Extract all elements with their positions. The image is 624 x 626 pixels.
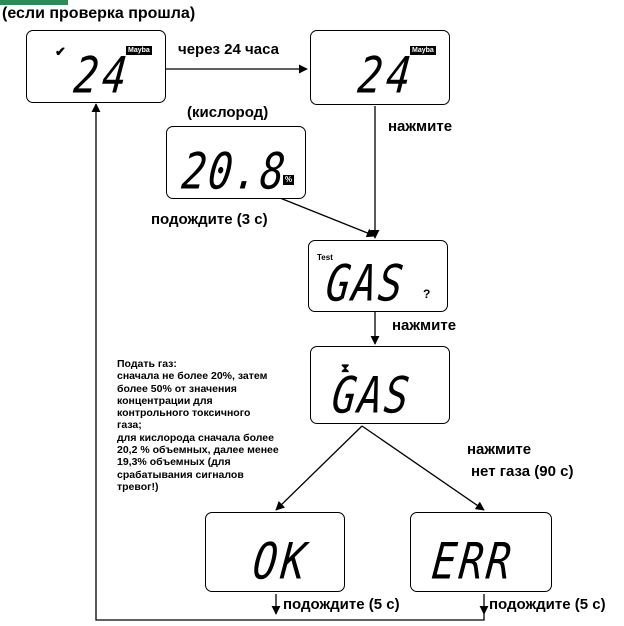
display-value: ERR <box>429 533 517 591</box>
label-wait-5s-ok: подождите (5 с) <box>283 596 400 613</box>
display-value: OK <box>250 533 313 591</box>
label-wait-5s-err: подождите (5 с) <box>489 596 606 613</box>
display-value: GAS <box>329 367 414 425</box>
label-press-3: нажмите <box>467 441 532 458</box>
question-mark: ? <box>423 287 431 301</box>
hourglass-icon: ⧗ <box>341 361 350 375</box>
label-no-gas: нет газа (90 с) <box>471 463 574 480</box>
arrow-d5-d7 <box>361 425 485 511</box>
gas-instructions: Подать газ: сначала не более 20%, затем … <box>117 358 279 493</box>
display-gas: ⧗ GAS <box>310 346 450 425</box>
arrow-d3-d4 <box>279 197 376 238</box>
mayba-badge: Mayba <box>126 46 152 55</box>
display-value: 24 <box>71 47 134 105</box>
arrow-d5-d6 <box>275 425 363 511</box>
display-value: 20.8 <box>179 143 290 201</box>
label-press-2: нажмите <box>392 317 457 334</box>
display-err: ERR <box>410 512 552 592</box>
display-oxygen: 20.8 % <box>166 126 306 201</box>
header-highlight <box>0 0 68 5</box>
display-gas-test: Test GAS ? <box>308 240 448 313</box>
label-press-1: нажмите <box>388 118 453 135</box>
label-wait-3s: подождите (3 с) <box>151 211 268 228</box>
display-ok: OK <box>205 512 345 592</box>
display-standby: ✔ Mayba 24 <box>26 30 166 105</box>
condition-heading: (если проверка прошла) <box>2 5 196 22</box>
mayba-badge: Mayba <box>410 46 436 55</box>
return-loop <box>91 103 485 621</box>
label-oxygen: (кислород) <box>187 104 269 121</box>
display-after-24h: Mayba 24 <box>310 30 450 105</box>
label-after-24h: через 24 часа <box>178 41 279 58</box>
display-value: 24 <box>355 47 418 105</box>
display-value: GAS <box>323 255 408 313</box>
test-tag: Test <box>317 253 333 262</box>
check-icon: ✔ <box>55 44 66 59</box>
percent-badge: % <box>283 175 295 185</box>
